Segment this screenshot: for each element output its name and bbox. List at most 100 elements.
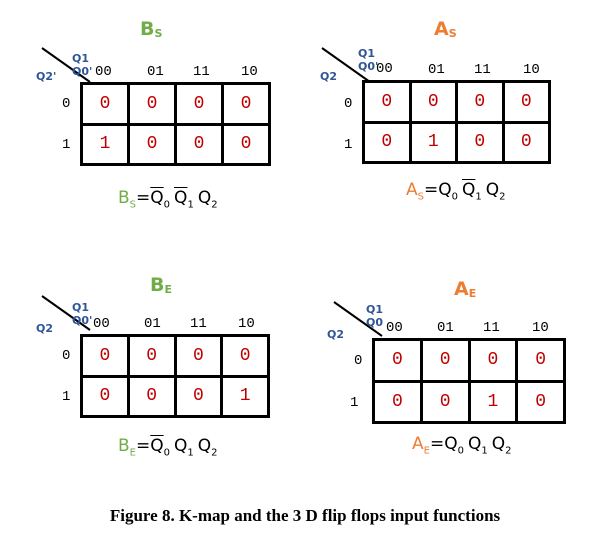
kmap-cell: 1 [467, 379, 519, 424]
kmap-col-vars: Q1 Q0' [358, 47, 379, 73]
kmap-cell: 0 [515, 338, 566, 383]
kmap-cell: 0 [174, 82, 224, 126]
kmap-grid: 0 0 0 0 0 1 0 0 [362, 80, 551, 164]
equation-term: Q1 [462, 180, 482, 203]
kmap-cell: 0 [220, 334, 270, 378]
kmap-cell: 0 [362, 120, 412, 164]
row-header: 1 [62, 137, 71, 153]
col-header: 10 [241, 64, 258, 80]
kmap-cell: 1 [408, 120, 458, 164]
kmap-cell: 1 [80, 122, 130, 166]
kmap-grid: 0 0 0 0 0 0 0 1 [80, 334, 270, 418]
equation-lhs: BS [118, 188, 137, 211]
kmap-row-var: Q2 [36, 322, 54, 335]
equation-lhs: BE [118, 436, 136, 459]
col-header: 10 [532, 320, 549, 336]
kmap-cell: 0 [173, 334, 224, 378]
equation-term: Q2 [491, 434, 512, 457]
equation-term: Q0 [150, 188, 171, 211]
col-header: 11 [190, 316, 207, 332]
equation-term: Q2 [197, 436, 218, 459]
row-header: 0 [62, 348, 71, 364]
equals-sign: = [424, 180, 439, 200]
equation-lhs: AS [406, 180, 424, 203]
col-header: 00 [386, 320, 403, 336]
kmap-diagonal [41, 47, 91, 83]
col-header: 00 [95, 64, 112, 80]
equals-sign: = [136, 188, 151, 208]
col-header: 10 [238, 316, 255, 332]
kmap-cell: 0 [80, 334, 130, 378]
kmap-row-var: Q2' [36, 70, 57, 83]
row-header: 1 [350, 395, 359, 411]
kmap-cell: 0 [515, 379, 566, 424]
kmap-cell: 0 [173, 374, 224, 418]
equation-term: Q0 [150, 436, 171, 459]
row-header: 0 [354, 353, 363, 369]
figure-caption: Figure 8. K-map and the 3 D flip flops i… [109, 506, 501, 525]
kmap-title: BS [140, 18, 163, 40]
kmap-cell: 0 [221, 122, 271, 166]
col-header: 11 [193, 64, 210, 80]
col-header: 01 [428, 62, 445, 78]
kmap-cell: 0 [80, 374, 130, 418]
kmap-cell: 0 [372, 379, 423, 424]
kmap-cell: 0 [372, 338, 423, 383]
row-header: 1 [62, 389, 71, 405]
kmap-cell: 0 [362, 80, 412, 124]
row-header: 0 [344, 96, 353, 112]
kmap-diagonal [41, 295, 91, 331]
col-header: 01 [147, 64, 164, 80]
equation-term: Q2 [197, 188, 218, 211]
kmap-cell: 0 [80, 82, 130, 126]
kmap-cell: 0 [419, 338, 471, 383]
kmap-title: AS [434, 18, 457, 40]
equation-term: Q1 [174, 188, 194, 211]
row-header: 0 [62, 96, 71, 112]
kmap-cell: 0 [455, 120, 505, 164]
equation-term: Q1 [174, 436, 194, 459]
equation-term: Q1 [467, 434, 488, 457]
kmap-row-var: Q2 [320, 70, 338, 83]
col-header: 11 [483, 320, 500, 336]
kmap-cell: 0 [501, 120, 551, 164]
kmap-cell: 0 [501, 80, 551, 124]
kmap-grid: 0 0 0 0 1 0 0 0 [80, 82, 271, 166]
kmap-diagonal [321, 47, 371, 83]
kmap-diagonal [333, 301, 383, 337]
col-header: 11 [474, 62, 491, 78]
kmap-cell: 0 [174, 122, 224, 166]
col-header: 00 [376, 61, 393, 77]
equation-term: Q0 [444, 434, 464, 457]
equation-term: Q2 [485, 180, 506, 203]
kmap-col-vars: Q1 Q0' [72, 301, 93, 327]
kmap-grid: 0 0 0 0 0 0 1 0 [372, 338, 566, 424]
kmap-cell: 0 [126, 374, 177, 418]
col-header: 10 [523, 62, 540, 78]
kmap-cell: 0 [455, 80, 505, 124]
kmap-col-vars: Q1 Q0 [366, 303, 384, 329]
kmap-cell: 0 [419, 379, 471, 424]
col-header: 01 [144, 316, 161, 332]
kmap-cell: 1 [220, 374, 270, 418]
kmap-cell: 0 [221, 82, 271, 126]
row-header: 1 [344, 137, 353, 153]
kmap-col-vars: Q1 Q0' [72, 52, 93, 78]
kmap-cell: 0 [467, 338, 519, 383]
kmap-title: BE [150, 274, 172, 296]
col-header: 00 [93, 316, 110, 332]
kmap-title: AE [454, 278, 477, 300]
kmap-row-var: Q2 [327, 328, 345, 341]
equation-lhs: AE [412, 434, 430, 457]
kmap-cell: 0 [408, 80, 458, 124]
kmap-cell: 0 [126, 334, 177, 378]
kmap-cell: 0 [127, 82, 177, 126]
equals-sign: = [429, 434, 445, 454]
col-header: 01 [437, 320, 454, 336]
equation-term: Q0 [438, 180, 459, 203]
equals-sign: = [136, 436, 151, 456]
